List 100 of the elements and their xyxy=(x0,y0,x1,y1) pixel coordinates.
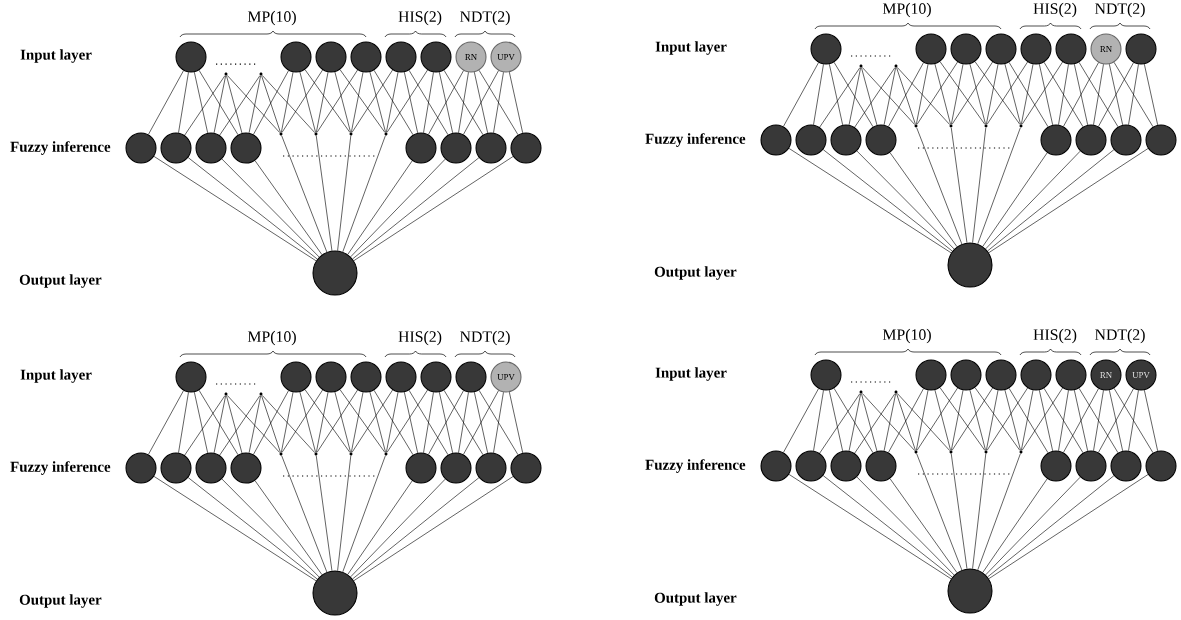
connection-line xyxy=(861,393,878,452)
connection-line xyxy=(373,390,414,456)
neuron-circle xyxy=(950,33,982,65)
connection-line xyxy=(458,392,469,453)
connection-line xyxy=(1078,62,1119,128)
connection-line xyxy=(226,395,281,453)
connection-line xyxy=(1021,387,1063,451)
connection-line xyxy=(226,75,281,133)
connection-line xyxy=(883,67,896,126)
connection-line xyxy=(509,71,523,134)
output-neuron xyxy=(312,570,358,616)
layer-label: Fuzzy inference xyxy=(645,459,746,473)
connection-line xyxy=(848,393,861,452)
connection-line xyxy=(219,395,261,456)
neuron-circle xyxy=(950,359,982,391)
connection-line xyxy=(813,64,824,125)
connection-line xyxy=(934,389,951,451)
connection-line xyxy=(153,156,317,262)
output-neuron xyxy=(947,242,993,288)
connection-line xyxy=(351,391,364,453)
connection-line xyxy=(889,478,958,573)
connection-line xyxy=(896,67,951,125)
connection-line xyxy=(833,388,874,454)
connection-line xyxy=(184,75,226,136)
neuron-circle xyxy=(420,41,452,73)
connection-line xyxy=(261,75,281,133)
connection-line xyxy=(1098,62,1134,127)
connection-line xyxy=(408,70,449,136)
connection-line xyxy=(854,393,896,454)
connection-line xyxy=(281,455,328,573)
neuron-circle xyxy=(440,132,472,164)
neuron-circle xyxy=(195,132,227,164)
layer-label: Output layer xyxy=(19,274,102,288)
connection-line xyxy=(509,391,523,454)
layer-label: Output layer xyxy=(654,592,737,606)
connection-line xyxy=(428,70,464,135)
connection-line xyxy=(1078,388,1119,454)
connection-line xyxy=(939,387,986,451)
connection-line xyxy=(883,393,896,452)
connection-line xyxy=(888,62,924,127)
neuron-circle xyxy=(175,361,207,393)
connection-line xyxy=(856,150,955,250)
neuron-circle xyxy=(1075,450,1107,482)
layer-label: Fuzzy inference xyxy=(645,133,746,147)
connection-line xyxy=(829,63,843,126)
output-neuron xyxy=(947,568,993,614)
connection-line xyxy=(194,71,208,134)
layer-label: Input layer xyxy=(20,49,92,63)
connection-line xyxy=(951,389,964,451)
connection-line xyxy=(439,71,453,134)
connection-line xyxy=(463,70,499,135)
connection-line xyxy=(888,388,924,453)
connection-line xyxy=(819,393,861,454)
neuron-circle xyxy=(510,452,542,484)
connection-line xyxy=(1004,63,1021,125)
connection-line xyxy=(1043,62,1084,128)
group-label: MP(10) xyxy=(882,2,931,18)
connection-line xyxy=(1098,388,1134,453)
connection-line xyxy=(982,478,1048,573)
layer-label: Fuzzy inference xyxy=(10,141,111,155)
neuron-circle xyxy=(280,41,312,73)
connection-line xyxy=(829,389,843,452)
connection-line xyxy=(304,69,351,133)
neuron-circle xyxy=(1040,450,1072,482)
neuron-circle xyxy=(350,41,382,73)
connection-line xyxy=(889,152,958,247)
connection-line xyxy=(783,388,819,453)
connection-line xyxy=(261,395,316,453)
connection-line xyxy=(443,70,484,136)
connection-line xyxy=(1093,390,1104,451)
connection-line xyxy=(861,67,878,126)
connection-line xyxy=(916,387,958,451)
connection-line xyxy=(986,387,1028,451)
connection-line xyxy=(861,393,916,451)
connection-line xyxy=(986,61,1028,125)
connection-line xyxy=(493,72,504,133)
connection-line xyxy=(1039,389,1053,452)
connection-line xyxy=(351,69,393,133)
connection-line xyxy=(299,391,316,453)
connection-line xyxy=(463,390,499,455)
connection-line xyxy=(408,390,449,456)
neuron-circle xyxy=(1110,124,1142,156)
neuron-circle xyxy=(985,359,1017,391)
layer-label: Input layer xyxy=(20,369,92,383)
layer-label: Output layer xyxy=(19,594,102,608)
connection-line xyxy=(353,156,514,261)
neuron-circle xyxy=(405,452,437,484)
connection-line xyxy=(822,149,953,252)
connection-line xyxy=(916,127,963,245)
connection-line xyxy=(896,393,916,451)
connection-line xyxy=(221,478,320,578)
neuron-circle xyxy=(475,132,507,164)
neuron-circle xyxy=(175,41,207,73)
connection-line xyxy=(281,69,323,133)
connection-line xyxy=(974,387,1021,451)
layer-label: Input layer xyxy=(655,367,727,381)
connection-line xyxy=(982,152,1048,247)
neuron-circle xyxy=(1075,124,1107,156)
connection-line xyxy=(987,475,1115,578)
connection-line xyxy=(1093,64,1104,125)
